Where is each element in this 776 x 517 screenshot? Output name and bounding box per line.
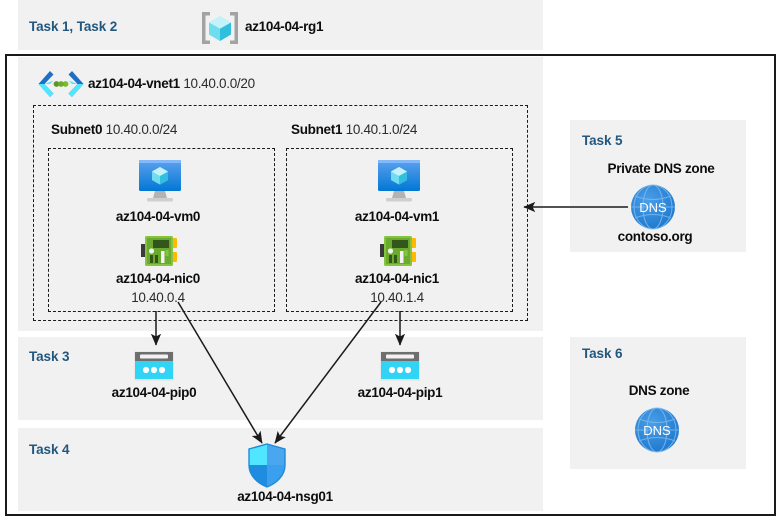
svg-text:DNS: DNS (643, 423, 671, 438)
task-label-6: Task 6 (582, 346, 623, 361)
nic0-ip: 10.40.0.4 (131, 290, 185, 305)
nic1-name: az104-04-nic1 (355, 271, 439, 286)
network-interface-icon (380, 236, 416, 266)
private-dns-name: contoso.org (617, 229, 693, 244)
vm0-name: az104-04-vm0 (115, 209, 201, 224)
dns-zone-icon: DNS (631, 184, 675, 230)
private-dns-heading: Private DNS zone (607, 161, 715, 176)
task-label-4: Task 4 (29, 442, 70, 457)
subnet1-cidr: 10.40.1.0/24 (345, 122, 418, 137)
public-ip-address-icon (380, 351, 420, 381)
task-label-3: Task 3 (29, 349, 70, 364)
subnet1-heading: Subnet1 10.40.1.0/24 (291, 122, 417, 137)
vm1-name: az104-04-vm1 (354, 209, 440, 224)
task-label-5: Task 5 (582, 133, 623, 148)
pip0-name: az104-04-pip0 (111, 385, 197, 400)
resource-group-icon (202, 12, 238, 44)
resource-group-boundary (5, 54, 776, 516)
subnet0-heading: Subnet0 10.40.0.0/24 (51, 122, 177, 137)
public-dns-heading: DNS zone (628, 383, 690, 398)
public-ip-address-icon (134, 351, 174, 381)
nic0-name: az104-04-nic0 (116, 271, 200, 286)
virtual-network-icon (38, 71, 84, 97)
network-security-group-icon (248, 443, 286, 488)
svg-text:DNS: DNS (639, 200, 667, 215)
subnet1-name: Subnet1 (291, 122, 343, 137)
virtual-machine-icon (139, 160, 181, 202)
nsg-name: az104-04-nsg01 (237, 489, 333, 504)
pip1-name: az104-04-pip1 (357, 385, 443, 400)
network-interface-icon (141, 236, 177, 266)
resource-group-header-band (18, 0, 543, 50)
vnet-panel (18, 57, 543, 331)
vnet-heading: az104-04-vnet1 10.40.0.0/20 (88, 76, 255, 91)
vnet-name: az104-04-vnet1 (88, 76, 180, 91)
resource-group-name: az104-04-rg1 (245, 19, 324, 34)
subnet0-cidr: 10.40.0.0/24 (105, 122, 178, 137)
dns-zone-icon: DNS (635, 407, 679, 453)
subnet0-boundary (48, 148, 275, 312)
vnet-cidr: 10.40.0.0/20 (183, 76, 255, 91)
subnet0-name: Subnet0 (51, 122, 103, 137)
task-label-1-2: Task 1, Task 2 (29, 19, 118, 34)
virtual-machine-icon (378, 160, 420, 202)
nic1-ip: 10.40.1.4 (370, 290, 424, 305)
public-ip-panel (18, 337, 543, 420)
